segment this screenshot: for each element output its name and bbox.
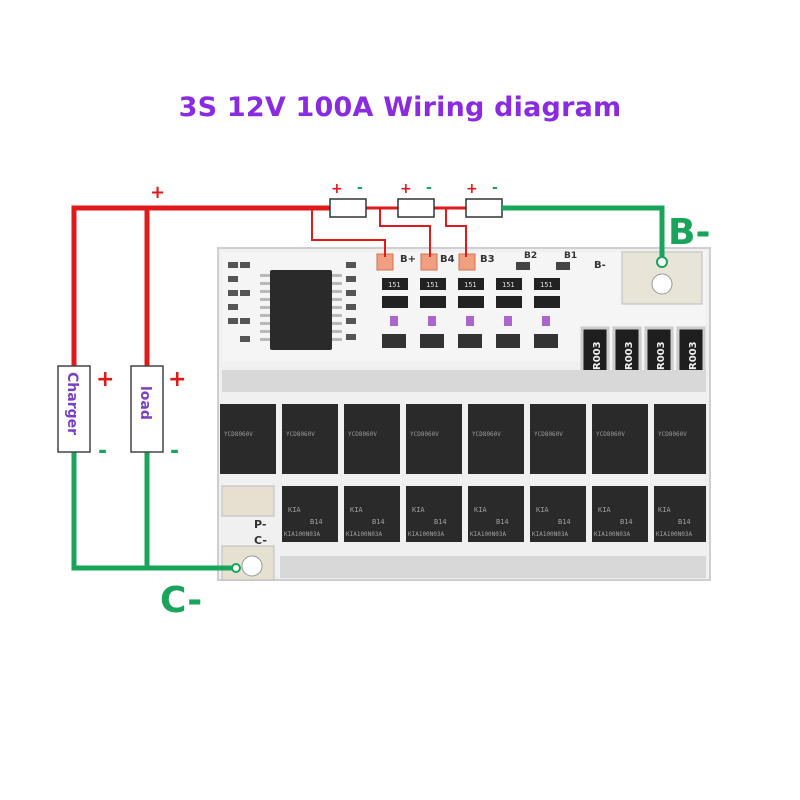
- c-minus-junction: [231, 563, 241, 573]
- smd-left: [228, 262, 356, 342]
- svg-text:KIA: KIA: [536, 506, 549, 514]
- svg-text:YCD8060V: YCD8060V: [224, 431, 253, 438]
- bms-board: B+ B4 B3 B2 B1 B- 151 151 151 151 151: [217, 247, 711, 581]
- device-polarity: + - + -: [96, 367, 186, 464]
- label-b-minus-pad: B-: [594, 260, 606, 271]
- negative-wires: [71, 205, 665, 571]
- svg-text:KIA100N03A: KIA100N03A: [346, 531, 383, 538]
- svg-text:R003: R003: [688, 341, 699, 370]
- svg-text:151: 151: [502, 281, 515, 289]
- svg-text:KIA100N03A: KIA100N03A: [408, 531, 445, 538]
- svg-text:B14: B14: [496, 518, 509, 526]
- svg-text:KIA: KIA: [598, 506, 611, 514]
- svg-text:KIA100N03A: KIA100N03A: [532, 531, 569, 538]
- mosfet-bottom-markings: KIA B14 KIA B14 KIA B14 KIA B14 KIA B14 KIA B1…: [284, 506, 693, 538]
- tab-strip-top: [222, 370, 706, 392]
- svg-text:KIA100N03A: KIA100N03A: [656, 531, 693, 538]
- load-box: [130, 365, 164, 453]
- svg-text:-: -: [170, 439, 179, 464]
- svg-text:B14: B14: [558, 518, 571, 526]
- svg-text:+: +: [466, 181, 478, 197]
- svg-text:+: +: [150, 182, 165, 203]
- shunt-resistors: [580, 326, 706, 376]
- svg-text:KIA: KIA: [658, 506, 671, 514]
- svg-text:151: 151: [426, 281, 439, 289]
- svg-text:151: 151: [464, 281, 477, 289]
- svg-text:-: -: [98, 439, 107, 464]
- label-b2: B2: [524, 251, 537, 261]
- svg-text:B14: B14: [310, 518, 323, 526]
- pad-b1: [556, 262, 570, 270]
- mosfet-row-top: [220, 404, 706, 474]
- svg-text:+: +: [168, 367, 186, 392]
- b-minus-label: B-: [668, 212, 710, 253]
- svg-text:B14: B14: [620, 518, 633, 526]
- shunt-markings: R003 R003 R003 R003: [592, 341, 699, 370]
- svg-text:KIA100N03A: KIA100N03A: [284, 531, 321, 538]
- svg-text:-: -: [426, 180, 432, 196]
- svg-text:151: 151: [540, 281, 553, 289]
- svg-text:YCD8060V: YCD8060V: [472, 431, 501, 438]
- svg-text:KIA100N03A: KIA100N03A: [594, 531, 631, 538]
- smd-marking-row: 151 151 151 151 151: [388, 281, 553, 289]
- load-label: load: [137, 386, 153, 420]
- svg-text:YCD8060V: YCD8060V: [596, 431, 625, 438]
- cell-symbols: [329, 198, 503, 218]
- ic-pins: [260, 274, 342, 341]
- pad-b2: [516, 262, 530, 270]
- svg-text:YCD8060V: YCD8060V: [410, 431, 439, 438]
- svg-text:KIA: KIA: [288, 506, 301, 514]
- label-b1: B1: [564, 251, 577, 261]
- svg-text:B14: B14: [678, 518, 691, 526]
- label-b4: B4: [440, 254, 455, 265]
- svg-text:B14: B14: [372, 518, 385, 526]
- c-minus-label: C-: [160, 580, 202, 621]
- svg-text:+: +: [331, 181, 343, 197]
- small-transistors: [382, 316, 558, 348]
- cell-polarity: + - + - + - +: [150, 180, 498, 203]
- svg-text:YCD8060V: YCD8060V: [286, 431, 315, 438]
- svg-text:KIA100N03A: KIA100N03A: [470, 531, 507, 538]
- svg-text:R003: R003: [656, 341, 667, 370]
- label-b-plus: B+: [400, 254, 416, 265]
- svg-text:YCD8060V: YCD8060V: [658, 431, 687, 438]
- label-c-minus-pad: C-: [254, 534, 267, 547]
- svg-text:151: 151: [388, 281, 401, 289]
- svg-text:KIA: KIA: [412, 506, 425, 514]
- tab-strip-bottom: [280, 556, 706, 578]
- svg-text:+: +: [96, 367, 114, 392]
- control-ic: [270, 270, 332, 350]
- p-minus-pad: [221, 485, 275, 517]
- svg-text:KIA: KIA: [474, 506, 487, 514]
- svg-text:-: -: [357, 180, 363, 196]
- svg-text:YCD8060V: YCD8060V: [348, 431, 377, 438]
- svg-text:R003: R003: [592, 341, 603, 370]
- label-p-minus: P-: [254, 518, 266, 531]
- svg-text:B14: B14: [434, 518, 447, 526]
- b-minus-hole: [651, 273, 673, 295]
- positive-wires: [71, 205, 468, 369]
- mosfet-top-markings: YCD8060V YCD8060V YCD8060V YCD8060V YCD8…: [224, 431, 687, 438]
- svg-text:YCD8060V: YCD8060V: [534, 431, 563, 438]
- smd-resistors: [382, 278, 560, 308]
- diagram-title: 3S 12V 100A Wiring diagram: [178, 92, 622, 123]
- charger-label: Charger: [64, 372, 80, 435]
- svg-text:KIA: KIA: [350, 506, 363, 514]
- svg-text:+: +: [400, 181, 412, 197]
- label-b3: B3: [480, 254, 495, 265]
- svg-text:R003: R003: [624, 341, 635, 370]
- svg-text:-: -: [492, 180, 498, 196]
- b-minus-junction: [656, 256, 668, 268]
- charger-box: [57, 365, 91, 453]
- mosfet-row-bottom: [282, 486, 706, 542]
- c-minus-hole: [241, 555, 263, 577]
